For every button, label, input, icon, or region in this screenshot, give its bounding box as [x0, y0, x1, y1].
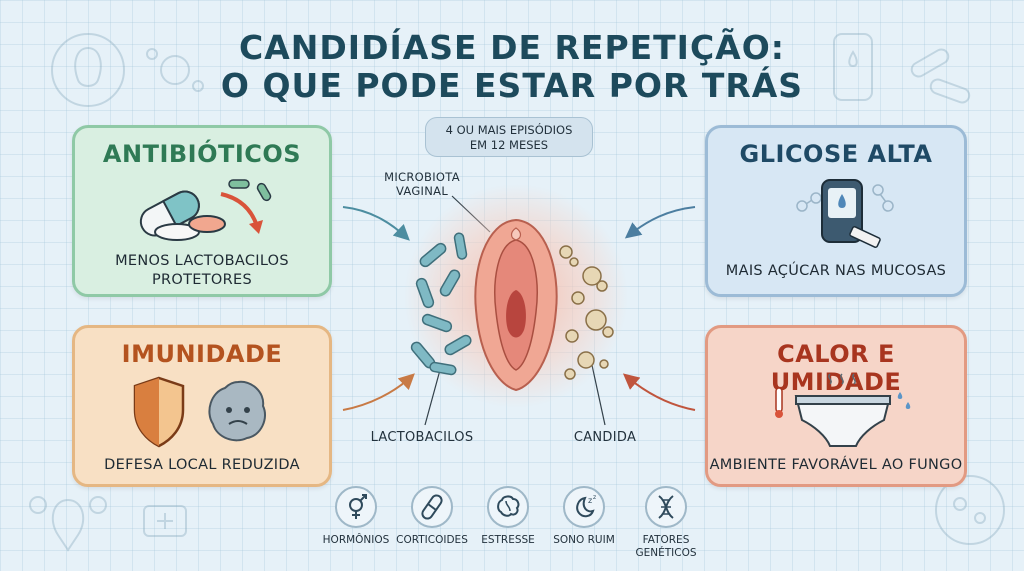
sick-cell-icon — [208, 380, 266, 442]
pills-icon — [139, 179, 272, 241]
episodes-badge: 4 OU MAIS EPISÓDIOS EM 12 MESES — [425, 117, 593, 157]
glucometer-icon — [796, 179, 894, 248]
calor-text: AMBIENTE FAVORÁVEL AO FUNGO — [709, 457, 963, 473]
factor-geneticos-label-line1: FATORES — [642, 534, 690, 546]
factor-hormonios — [335, 486, 377, 528]
page-title-line1: CANDIDÍASE DE REPETIÇÃO: — [239, 28, 785, 67]
antibioticos-card: ANTIBIÓTICOS MENOS LACTOBACILOS PROTETOR… — [72, 125, 332, 297]
petri-dish-outline-icon — [935, 475, 1005, 545]
page-title-line2: O QUE PODE ESTAR POR TRÁS — [220, 66, 804, 105]
moon-icon: z z — [576, 494, 596, 518]
factor-geneticos-label: FATORES GENÉTICOS — [621, 534, 711, 560]
factor-sono: z z — [563, 486, 605, 528]
lactobacilos-label: LACTOBACILOS — [370, 430, 474, 445]
shield-icon — [133, 376, 185, 448]
arrow-imunidade — [342, 373, 415, 411]
arrow-glicose — [624, 206, 696, 239]
glicose-text: MAIS AÇÚCAR NAS MUCOSAS — [725, 263, 947, 279]
calor-card: CALOR E UMIDADE AMBIENTE FAVORÁVEL AO FU… — [705, 325, 967, 487]
calor-title: CALOR E UMIDADE — [770, 340, 902, 396]
microbe-outline-icon — [146, 48, 204, 92]
arrow-antibioticos — [342, 206, 410, 241]
factor-corticoides — [411, 486, 453, 528]
uterus-outline-icon — [51, 33, 125, 107]
episodes-badge-line1: 4 OU MAIS EPISÓDIOS — [445, 123, 573, 137]
episodes-badge-line2: EM 12 MESES — [469, 138, 549, 152]
candida-group — [559, 245, 614, 380]
lactobacilli-group — [410, 232, 472, 376]
first-aid-outline-icon — [143, 505, 187, 537]
antibioticos-text: MENOS LACTOBACILOS PROTETORES — [75, 252, 329, 290]
candida-label: CANDIDA — [573, 430, 637, 445]
factor-corticoides-label: CORTICOIDES — [396, 534, 468, 546]
uterus-outline-icon-bottom — [29, 496, 107, 552]
pill-icon — [421, 494, 443, 520]
glicose-card: GLICOSE ALTA MAIS AÇÚCAR NAS MUCOSAS — [705, 125, 967, 297]
glucometer-outline-icon — [833, 33, 873, 101]
factor-geneticos — [645, 486, 687, 528]
dna-icon — [658, 495, 674, 519]
brain-icon — [497, 495, 520, 517]
antibioticos-text-line1: MENOS LACTOBACILOS — [115, 253, 289, 269]
vaginal-microbiota-illustration — [404, 184, 628, 408]
antibioticos-title: ANTIBIÓTICOS — [102, 140, 302, 168]
factor-hormonios-label: HORMÔNIOS — [322, 534, 390, 546]
factor-geneticos-label-line2: GENÉTICOS — [635, 547, 697, 559]
microbiota-label: MICROBIOTA VAGINAL — [372, 170, 472, 198]
microbiota-label-line2: VAGINAL — [395, 184, 449, 198]
arrow-calor — [622, 373, 696, 411]
factor-estresse — [487, 486, 529, 528]
imunidade-text: DEFESA LOCAL REDUZIDA — [104, 457, 300, 473]
gender-symbol-icon — [349, 494, 367, 519]
svg-text:z: z — [593, 494, 596, 501]
glicose-title: GLICOSE ALTA — [739, 140, 933, 168]
antibioticos-text-line2: PROTETORES — [152, 272, 252, 288]
factor-estresse-label: ESTRESSE — [481, 534, 535, 546]
microbiota-label-line1: MICROBIOTA — [384, 170, 460, 184]
factor-sono-label: SONO RUIM — [553, 534, 615, 546]
svg-text:z: z — [588, 496, 592, 505]
underwear-icon — [775, 373, 911, 447]
imunidade-title: IMUNIDADE — [121, 340, 283, 368]
bacteria-outline-icon — [910, 48, 971, 104]
imunidade-card: IMUNIDADE DEFESA LOCAL REDUZIDA — [72, 325, 332, 487]
